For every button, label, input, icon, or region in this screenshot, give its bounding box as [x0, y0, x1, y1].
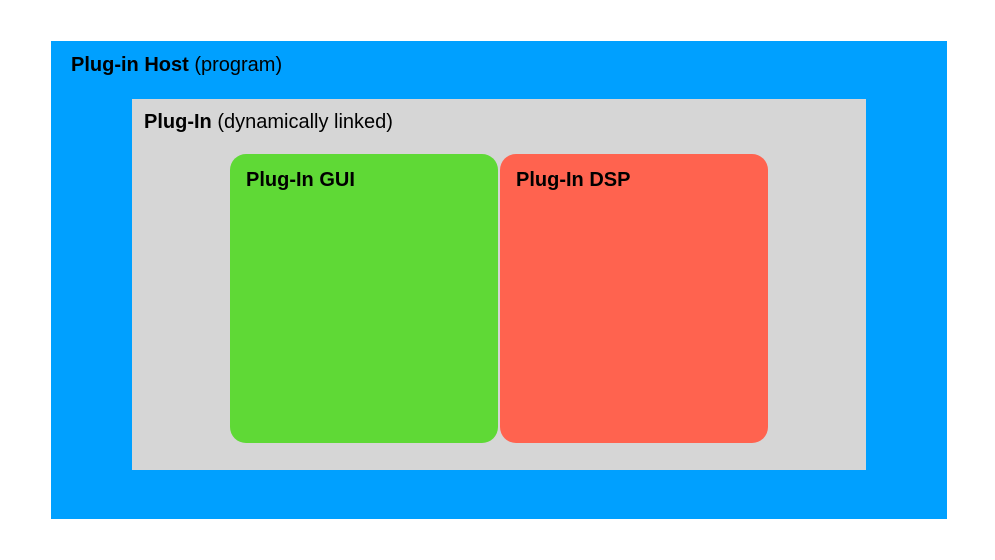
plugin-subtitle: (dynamically linked)	[217, 111, 393, 133]
plugin-title: Plug-In	[144, 111, 212, 133]
plugin-label: Plug-In (dynamically linked)	[144, 111, 393, 134]
plugin-dsp-label: Plug-In DSP	[516, 169, 631, 191]
plugin-host-title: Plug-in Host	[71, 54, 189, 76]
plugin-box: Plug-In (dynamically linked) Plug-In GUI…	[132, 99, 866, 470]
plugin-gui-label: Plug-In GUI	[246, 169, 355, 191]
plugin-dsp-box: Plug-In DSP	[500, 154, 768, 443]
plugin-host-box: Plug-in Host (program) Plug-In (dynamica…	[51, 41, 947, 519]
plugin-host-label: Plug-in Host (program)	[71, 54, 282, 77]
plugin-host-subtitle: (program)	[194, 54, 283, 76]
plugin-gui-box: Plug-In GUI	[230, 154, 498, 443]
